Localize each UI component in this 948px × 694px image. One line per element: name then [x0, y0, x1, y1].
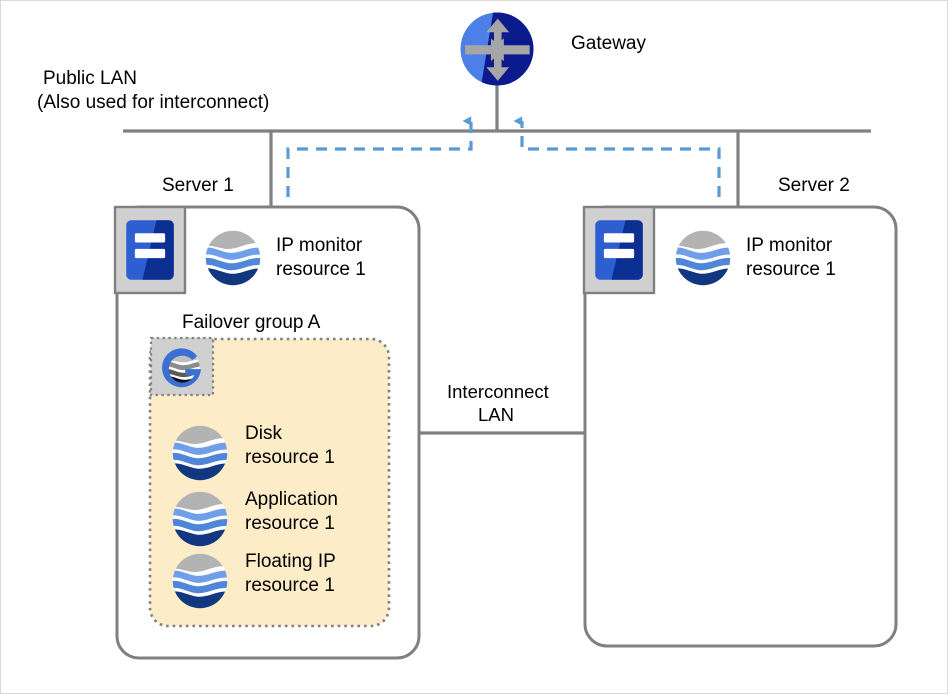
server-2-box[interactable]	[583, 205, 898, 648]
failover-group-icon	[149, 336, 215, 397]
server-2-label: Server 2	[778, 175, 850, 196]
interconnect-lan-label-line2: LAN	[478, 404, 514, 425]
failover-resource-floating-ip-line2: resource 1	[245, 575, 335, 596]
failover-group-a-box[interactable]	[148, 337, 391, 628]
failover-resource-disk-line1: Disk	[245, 423, 282, 444]
gateway-icon	[459, 7, 541, 91]
failover-group-a-label: Failover group A	[182, 312, 321, 333]
failover-resource-floating-ip-line1: Floating IP	[245, 551, 336, 572]
server-1-ip-monitor-line2: resource 1	[276, 259, 366, 280]
failover-resource-application-line2: resource 1	[245, 513, 335, 534]
public-lan-label-line2: (Also used for interconnect)	[37, 92, 270, 113]
server-1-device-icon	[113, 205, 187, 295]
public-lan-label-line1: Public LAN	[43, 68, 137, 89]
gateway-label: Gateway	[571, 33, 646, 54]
ip-monitor-flow-server1	[286, 116, 473, 197]
server-1-ip-monitor-line1: IP monitor	[276, 235, 363, 256]
server-2-ip-monitor-line2: resource 1	[746, 259, 836, 280]
server-2-ip-monitor-line1: IP monitor	[746, 235, 833, 256]
server-1-label: Server 1	[162, 175, 234, 196]
failover-resource-application-line1: Application	[245, 489, 338, 510]
interconnect-lan-label-line1: Interconnect	[447, 381, 549, 402]
server-2-device-icon	[582, 205, 656, 295]
ip-monitor-flow-server2	[513, 116, 721, 197]
failover-resource-disk-line2: resource 1	[245, 447, 335, 468]
